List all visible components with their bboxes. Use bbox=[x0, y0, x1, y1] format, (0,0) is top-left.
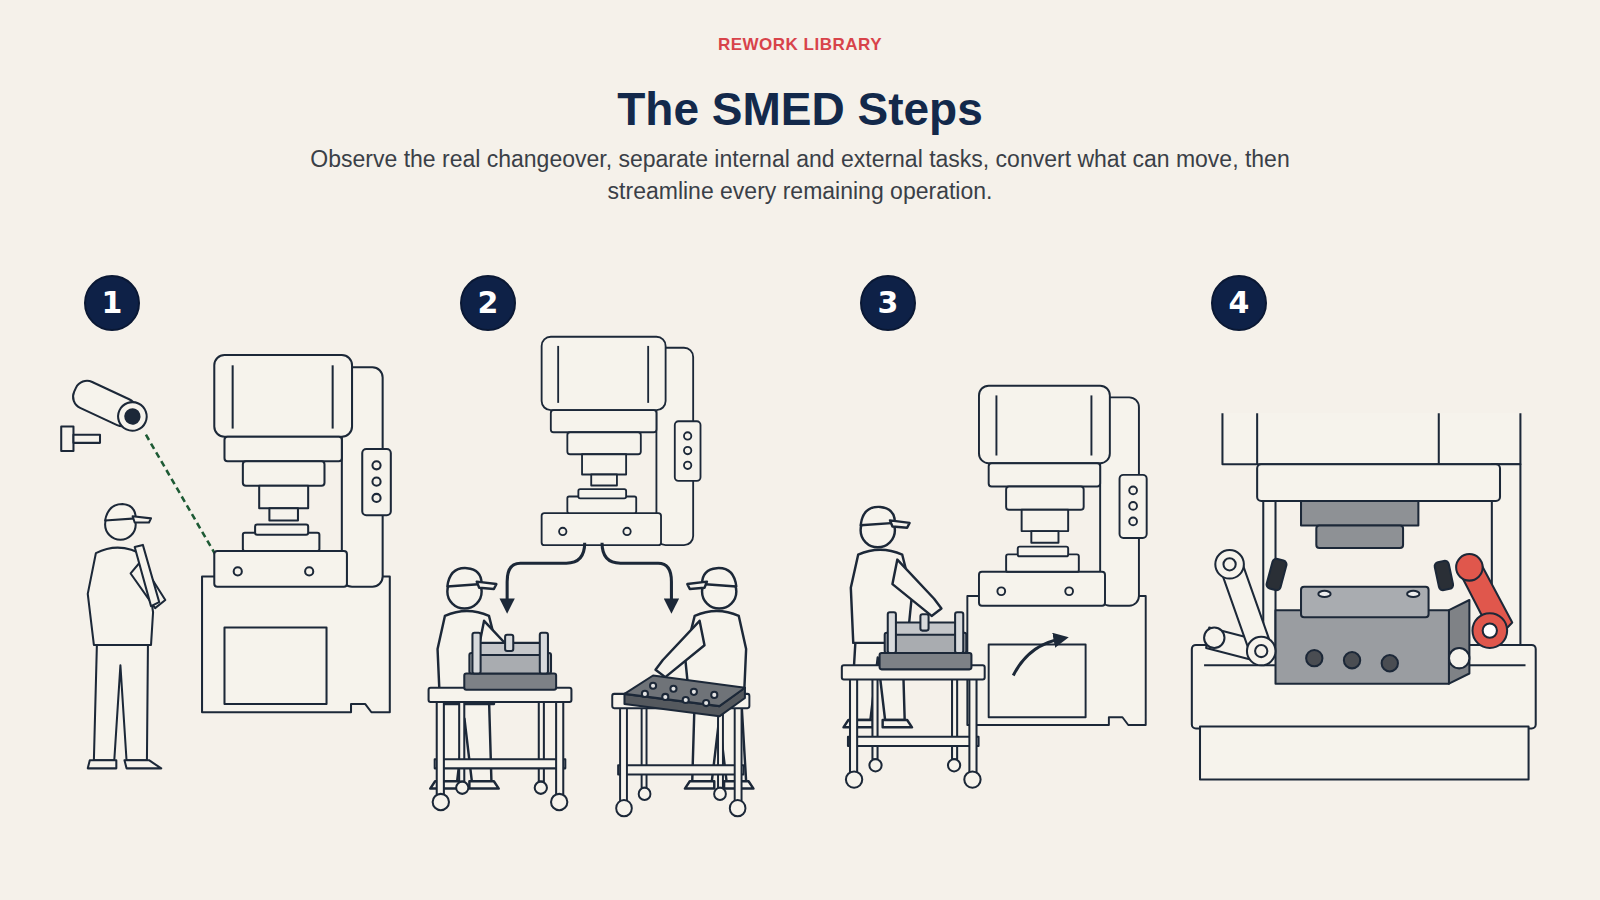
convert-panel bbox=[880, 612, 972, 669]
quick-die bbox=[1276, 610, 1449, 683]
quick-clamp bbox=[1449, 648, 1469, 668]
quick-clamp bbox=[1434, 554, 1512, 668]
quick-clamp bbox=[1215, 550, 1244, 579]
observer bbox=[94, 643, 148, 760]
quick-clamp bbox=[1247, 637, 1276, 666]
observer bbox=[135, 545, 159, 606]
convert-panel bbox=[979, 386, 1147, 606]
separate-panel bbox=[542, 337, 701, 545]
camera bbox=[123, 407, 142, 426]
die-plate bbox=[662, 694, 668, 700]
split-arrow bbox=[602, 543, 671, 606]
streamline-panel bbox=[1200, 727, 1529, 780]
die-plate bbox=[624, 676, 744, 717]
camera bbox=[61, 427, 73, 451]
quick-clamp bbox=[1255, 645, 1267, 657]
streamline-panel bbox=[1192, 413, 1536, 779]
step-number: 1 bbox=[102, 288, 123, 318]
step-number-badge: 2 bbox=[460, 275, 516, 331]
streamline-panel bbox=[1301, 501, 1418, 525]
quick-die bbox=[1407, 591, 1419, 597]
die-plate bbox=[683, 697, 689, 703]
die-plate bbox=[650, 683, 656, 689]
camera bbox=[113, 397, 151, 435]
quick-clamp bbox=[1434, 560, 1454, 591]
quick-clamp bbox=[1472, 613, 1507, 648]
separate-panel bbox=[429, 688, 572, 810]
die-plate bbox=[642, 691, 648, 697]
step-number-badge: 1 bbox=[84, 275, 140, 331]
convert-panel bbox=[967, 596, 1145, 725]
observer bbox=[88, 504, 166, 768]
quick-die bbox=[1276, 587, 1470, 684]
diagram-title: The SMED Steps bbox=[200, 78, 1400, 141]
quick-clamp bbox=[1456, 554, 1483, 581]
camera bbox=[61, 377, 151, 451]
eyebrow-label: REWORK LIBRARY bbox=[500, 33, 1100, 56]
die-plate bbox=[711, 692, 717, 698]
convert-panel bbox=[842, 665, 985, 787]
quick-die bbox=[1301, 587, 1429, 618]
convert-panel bbox=[842, 386, 1147, 788]
split-arrow bbox=[507, 543, 585, 606]
observe-panel bbox=[202, 577, 390, 713]
streamline-panel bbox=[1222, 413, 1520, 464]
die-plate bbox=[691, 689, 697, 695]
observe-panel bbox=[214, 355, 391, 587]
quick-die bbox=[1449, 600, 1469, 684]
observe-panel bbox=[61, 355, 391, 768]
camera-sightline bbox=[146, 435, 220, 564]
quick-die bbox=[1306, 650, 1322, 666]
step-number: 3 bbox=[878, 288, 899, 318]
quick-clamp bbox=[1204, 628, 1224, 648]
die-plate bbox=[670, 686, 676, 692]
observer bbox=[133, 516, 151, 522]
die-plate bbox=[624, 676, 744, 707]
quick-clamp bbox=[1266, 558, 1288, 591]
quick-die bbox=[1382, 655, 1398, 671]
quick-clamp bbox=[1483, 623, 1497, 637]
move-arrow bbox=[1013, 639, 1061, 676]
separate-panel bbox=[429, 337, 754, 817]
separate-panel bbox=[464, 633, 556, 690]
quick-clamp bbox=[1204, 550, 1287, 665]
camera bbox=[69, 377, 151, 436]
step-number: 2 bbox=[478, 288, 499, 318]
streamline-panel bbox=[1316, 526, 1403, 548]
observer bbox=[105, 504, 136, 520]
streamline-panel bbox=[1257, 464, 1500, 501]
quick-clamp bbox=[1223, 558, 1235, 570]
camera bbox=[73, 435, 100, 443]
die-plate bbox=[703, 700, 709, 706]
step-number-badge: 3 bbox=[860, 275, 916, 331]
diagram-caption: Observe the real changeover, separate in… bbox=[260, 143, 1340, 207]
quick-die bbox=[1318, 591, 1330, 597]
step-number-badge: 4 bbox=[1211, 275, 1267, 331]
streamline-panel bbox=[1438, 413, 1440, 464]
observer bbox=[88, 760, 161, 768]
step-number: 4 bbox=[1229, 288, 1250, 318]
streamline-panel bbox=[1256, 413, 1258, 464]
quick-die bbox=[1344, 652, 1360, 668]
